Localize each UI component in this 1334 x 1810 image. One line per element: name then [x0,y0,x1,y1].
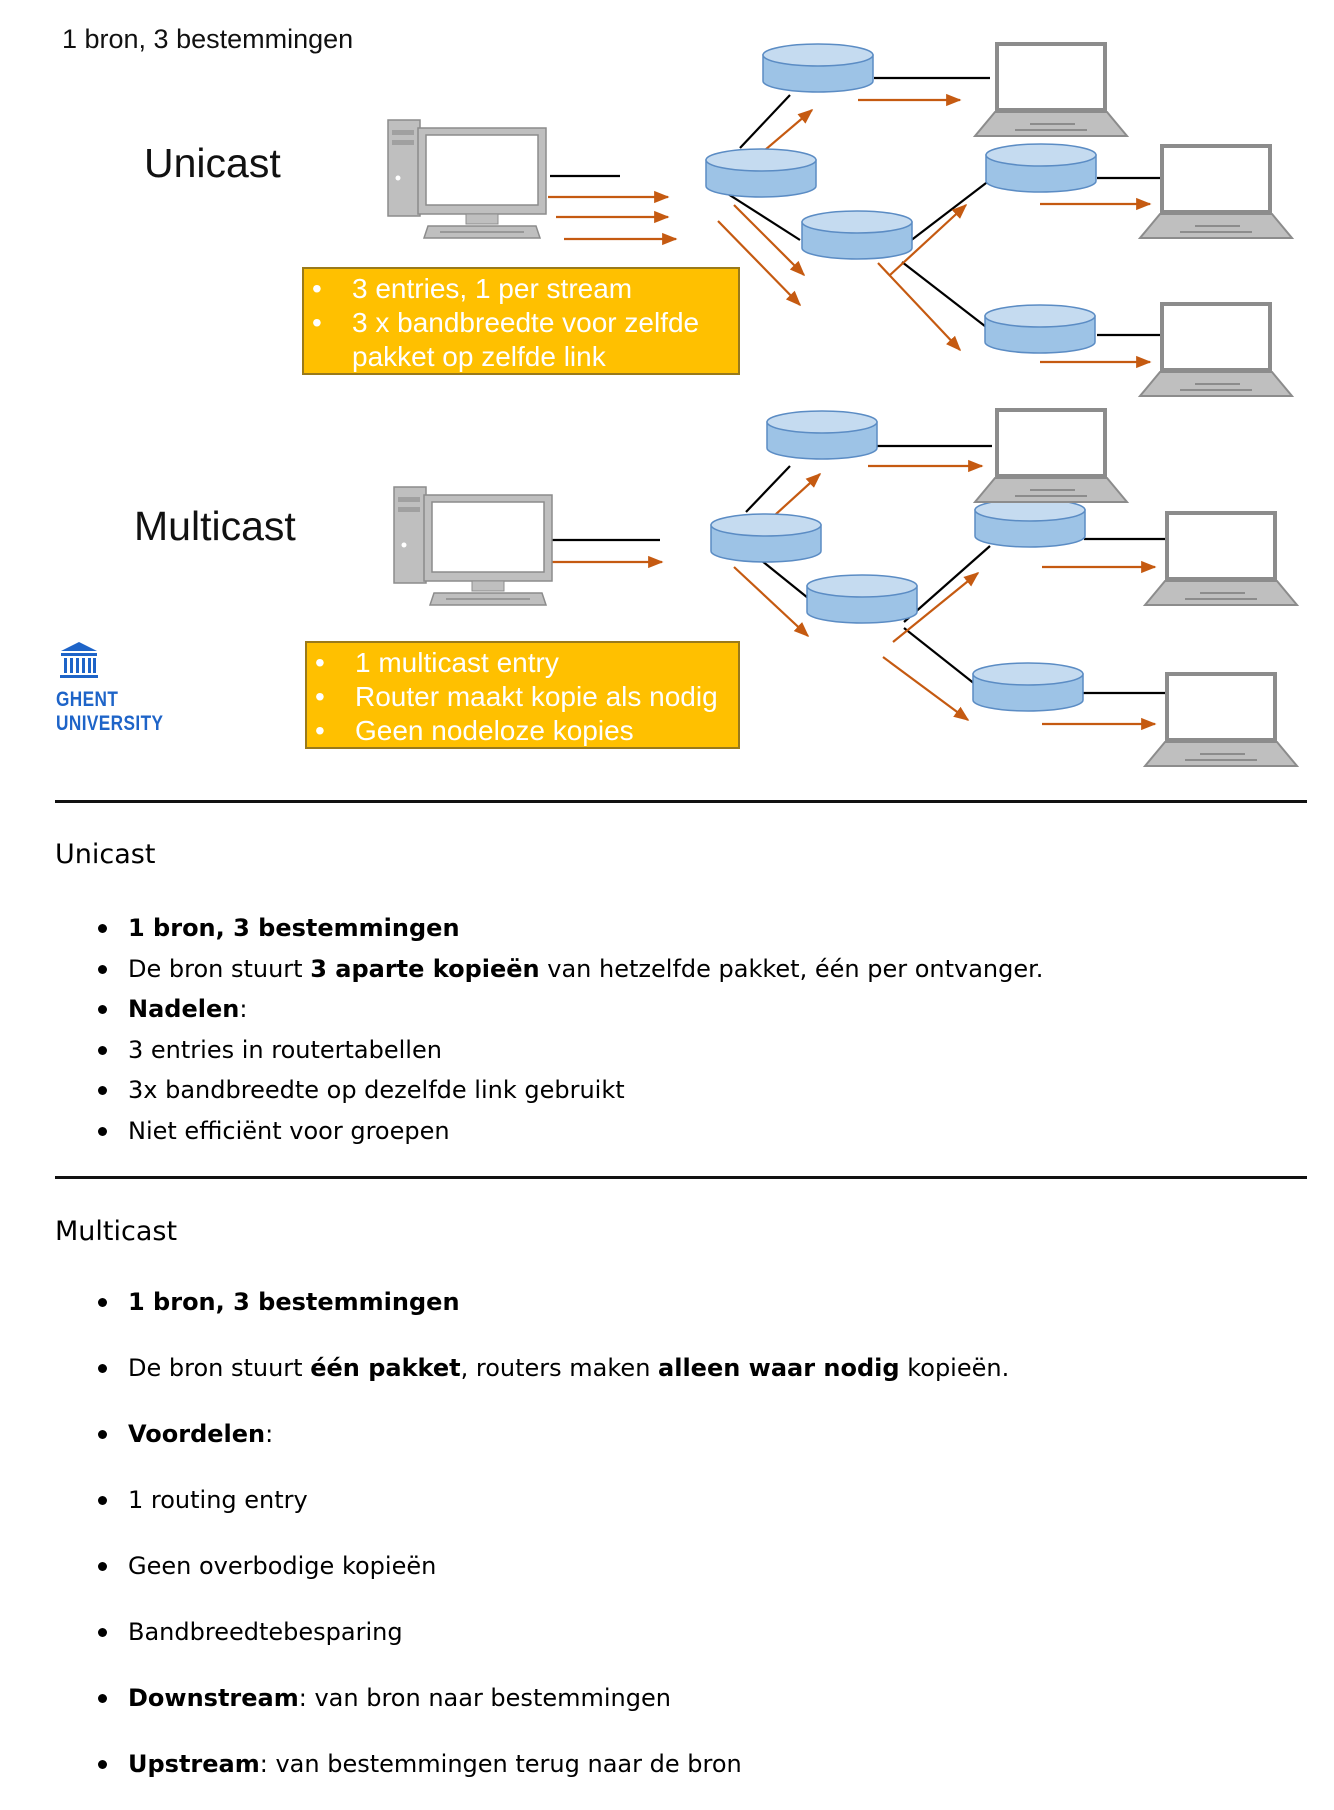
multicast-note-item: Downstream: van bron naar bestemmingen [0,1678,1009,1744]
bold-text: Downstream [128,1684,299,1712]
router-icon [974,498,1086,548]
text: Bandbreedtebesparing [128,1618,403,1646]
text: De bron stuurt [128,954,311,983]
network-diagram [387,42,1300,767]
text: 3x bandbreedte op dezelfde link gebruikt [128,1076,625,1104]
bold-text: Nadelen [128,995,240,1023]
bold-text: één pakket [310,1354,461,1382]
university-building-icon [60,642,98,678]
packet-arrow [733,204,806,277]
network-link [901,261,991,331]
unicast-info-box: 3 entries, 1 per stream 3 x bandbreedte … [302,267,740,375]
unicast-note-item: Nadelen: [0,989,1043,1030]
unicast-notes-list: 1 bron, 3 bestemmingen De bron stuurt 3 a… [0,908,1043,1151]
multicast-note-item: Voordelen: [0,1414,1009,1480]
packet-arrow [717,220,802,307]
multicast-slide-heading: Multicast [134,503,296,549]
packet-arrow [877,262,962,352]
text: : [265,1420,274,1448]
desktop-computer-icon [393,486,553,606]
text: kopieën. [899,1354,1010,1382]
router-icon [766,410,878,460]
text: van hetzelfde pakket, één per ontvanger. [539,954,1044,983]
packet-arrow [892,572,980,643]
unicast-note-item: De bron stuurt 3 aparte kopieën van hetz… [0,949,1043,990]
unicast-box-continuation: pakket op zelfde link [352,341,606,372]
multicast-note-item: Upstream: van bestemmingen terug naar de… [0,1744,1009,1810]
logo-line-university: UNIVERSITY [56,712,164,735]
unicast-notes-heading: Unicast [55,839,156,870]
bold-text: 1 bron, 3 bestemmingen [128,914,460,942]
text: : van bestemmingen terug naar de bron [259,1750,742,1778]
network-link [727,193,801,241]
multicast-note-item: Bandbreedtebesparing [0,1612,1009,1678]
text: Geen overbodige kopieën [128,1552,437,1580]
packet-arrow [889,203,968,276]
ghent-university-logo: GHENT UNIVERSITY [56,640,166,740]
slide-image: 1 bron, 3 bestemmingen Unicast Multicast… [0,0,1334,790]
router-icon [806,574,918,624]
slide-caption: 1 bron, 3 bestemmingen [62,24,354,54]
multicast-info-box: 1 multicast entry Router maakt kopie als… [305,641,740,749]
packet-arrow [733,566,810,638]
text: De bron stuurt [128,1354,311,1382]
multicast-note-item: De bron stuurt één pakket, routers maken… [0,1348,1009,1414]
text: 1 routing entry [128,1486,308,1514]
bold-text: Voordelen [128,1420,266,1448]
bold-text: 3 aparte kopieën [310,954,540,983]
laptop-icon [972,408,1130,503]
multicast-box-bullet: Router maakt kopie als nodig [315,680,728,714]
network-link [900,179,991,249]
router-icon [710,513,822,563]
unicast-note-item: 3x bandbreedte op dezelfde link gebruikt [0,1070,1043,1111]
network-link [903,545,991,623]
text: 3 entries in routertabellen [128,1035,442,1064]
laptop-icon [1142,511,1300,606]
unicast-note-item: Niet efficiënt voor groepen [0,1111,1043,1152]
network-link [739,94,791,149]
laptop-icon [1137,144,1295,239]
text: : van bron naar bestemmingen [298,1684,671,1712]
router-icon [972,662,1084,712]
text: , routers maken [460,1354,659,1382]
unicast-slide-heading: Unicast [144,140,281,186]
multicast-note-item: Geen overbodige kopieën [0,1546,1009,1612]
multicast-notes-list: 1 bron, 3 bestemmingen De bron stuurt één… [0,1282,1009,1810]
bold-text: alleen waar nodig [658,1354,900,1382]
router-icon [801,210,913,260]
multicast-box-bullet: 1 multicast entry [315,646,728,680]
bold-text: 1 bron, 3 bestemmingen [128,1288,460,1316]
network-link [745,465,791,513]
packet-arrow [882,656,970,721]
text: : [239,995,248,1023]
desktop-computer-icon [387,119,547,239]
multicast-notes-heading: Multicast [55,1216,178,1247]
router-icon [985,143,1097,193]
laptop-icon [1142,672,1300,767]
logo-line-ghent: GHENT [56,688,119,711]
router-icon [984,304,1096,354]
unicast-note-item: 3 entries in routertabellen [0,1030,1043,1071]
multicast-note-item: 1 routing entry [0,1480,1009,1546]
router-icon [705,148,817,198]
unicast-box-bullet: 3 x bandbreedte voor zelfde [312,306,728,340]
laptop-icon [1137,302,1295,397]
section-divider [55,1176,1307,1179]
laptop-icon [972,42,1130,137]
multicast-box-bullet: Geen nodeloze kopies [315,714,728,748]
unicast-box-bullet: 3 entries, 1 per stream [312,272,728,306]
router-icon [762,43,874,93]
text: Niet efficiënt voor groepen [128,1116,450,1145]
multicast-note-item: 1 bron, 3 bestemmingen [0,1282,1009,1348]
unicast-note-item: 1 bron, 3 bestemmingen [0,908,1043,949]
bold-text: Upstream [128,1750,260,1778]
section-divider [55,800,1307,803]
